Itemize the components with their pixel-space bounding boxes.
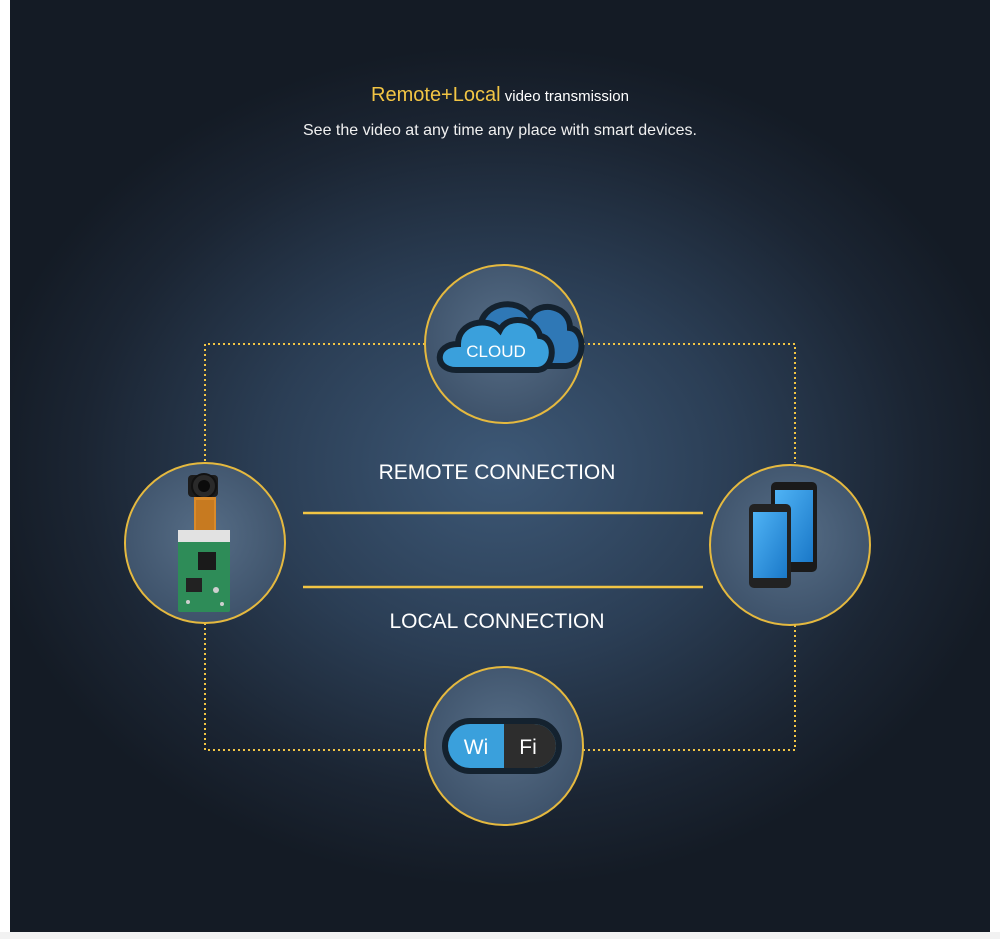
local-connection-label: LOCAL CONNECTION (389, 610, 604, 633)
camera-module-icon (178, 473, 230, 612)
connection-diagram: REMOTE CONNECTION LOCAL CONNECTION CLOUD (124, 264, 871, 826)
dotted-line-bottom-right (583, 623, 796, 751)
cloud-icon: CLOUD (436, 301, 585, 373)
headline: Remote+Local video transmission (10, 84, 990, 107)
diagram-canvas: Remote+Local video transmission See the … (10, 0, 990, 932)
dotted-line-bottom-left (204, 623, 425, 751)
smartphone-icon (749, 482, 817, 588)
wifi-toggle-icon: Wi Fi (442, 718, 562, 774)
dotted-line-top-left (204, 343, 425, 463)
headline-accent: Remote+Local (371, 84, 501, 106)
headline-rest: video transmission (500, 88, 629, 105)
wifi-right-text: Fi (519, 736, 537, 759)
subtitle: See the video at any time any place with… (303, 122, 697, 139)
remote-connection-label: REMOTE CONNECTION (379, 461, 616, 484)
wifi-left-text: Wi (464, 736, 489, 759)
cloud-icon-label: CLOUD (466, 342, 526, 361)
dotted-line-top-right (583, 343, 796, 463)
bottom-strip (0, 932, 1000, 939)
dotted-frame (204, 343, 796, 751)
